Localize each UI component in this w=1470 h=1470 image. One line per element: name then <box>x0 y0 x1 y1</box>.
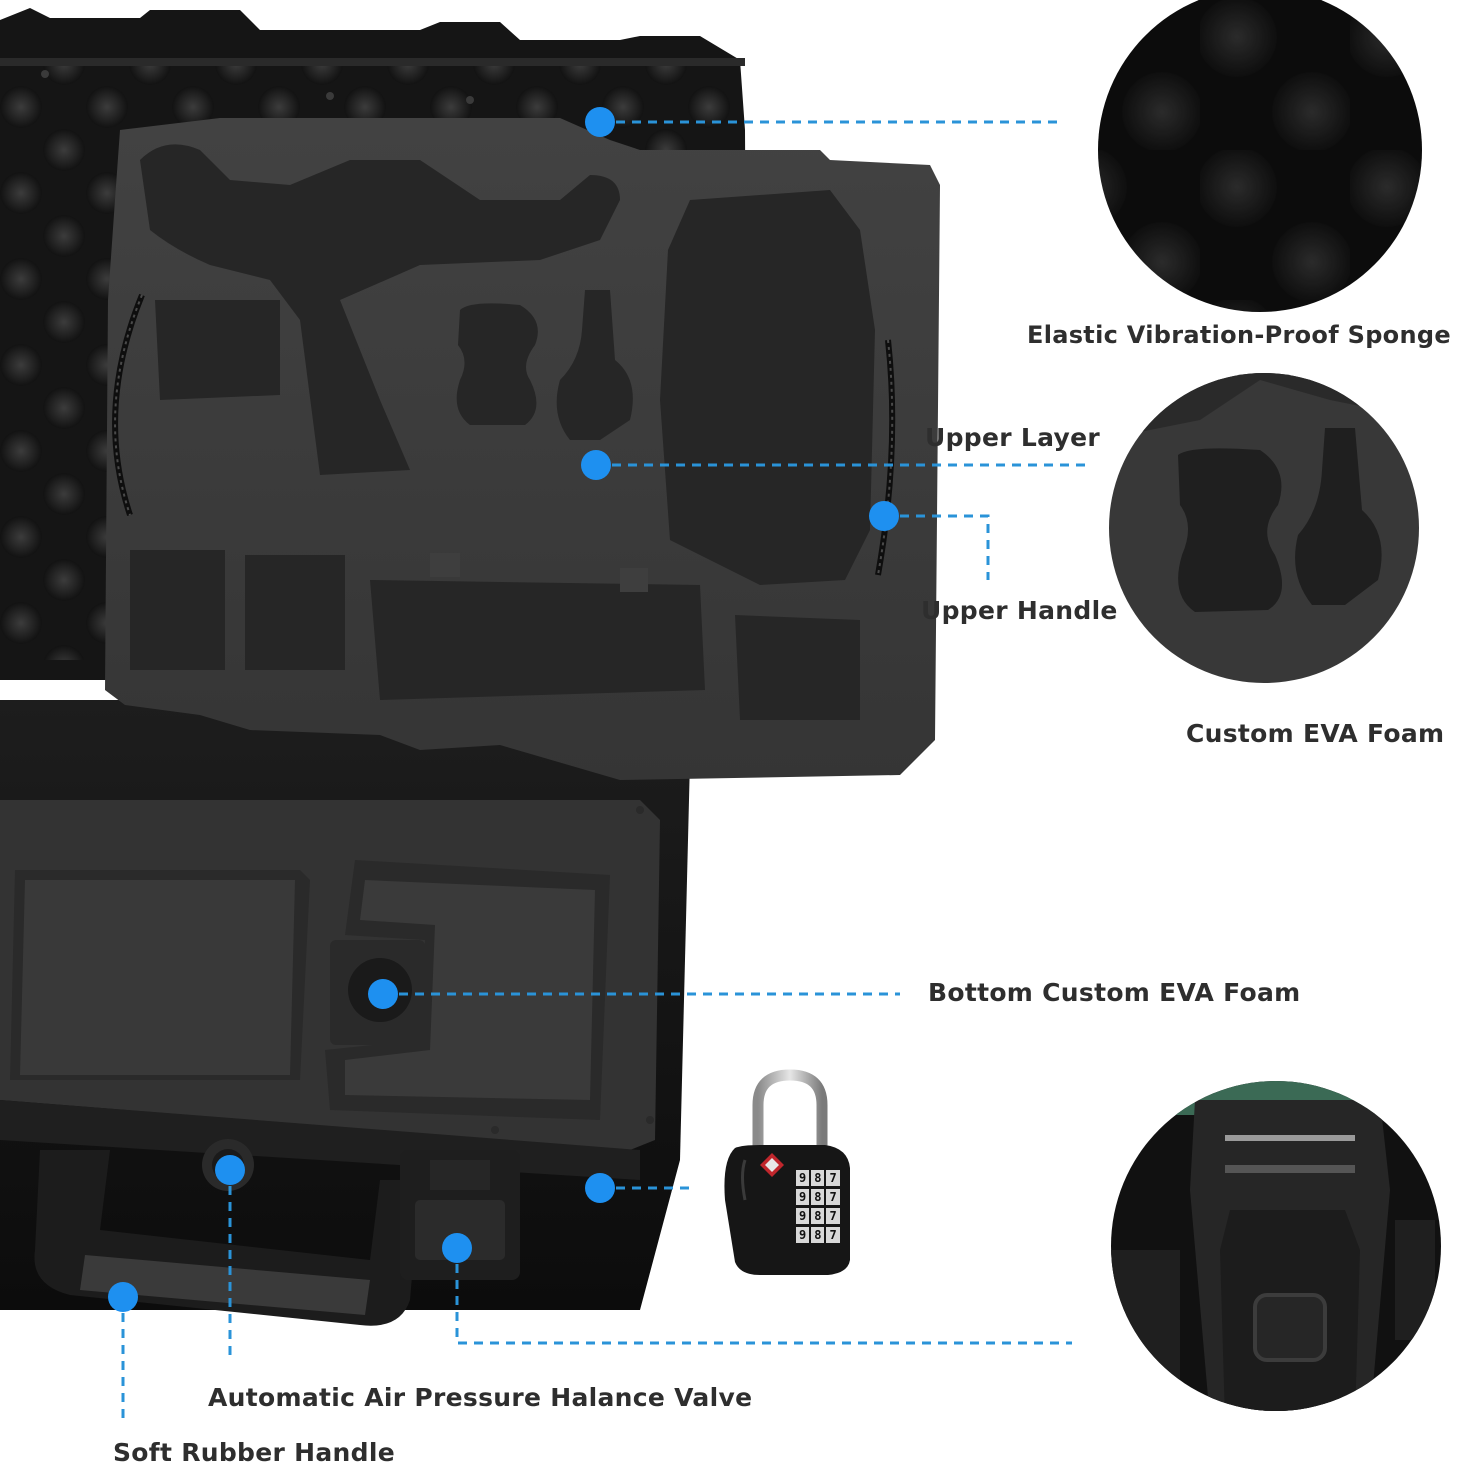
padlock-dials: 9 8 7 9 8 7 9 8 7 9 8 7 <box>796 1170 848 1243</box>
marker-rubber-handle <box>108 1282 138 1312</box>
leader-lines <box>121 120 1090 1420</box>
latch-zoom <box>1111 1081 1441 1411</box>
marker-latch <box>442 1233 472 1263</box>
dial-digit[interactable]: 9 <box>796 1208 810 1224</box>
dial-digit[interactable]: 7 <box>826 1170 840 1186</box>
dial-digit[interactable]: 8 <box>811 1208 825 1224</box>
dial-row: 9 8 7 <box>796 1227 848 1243</box>
marker-upper-handle <box>869 501 899 531</box>
marker-valve <box>215 1155 245 1185</box>
custom-foam-zoom <box>1109 373 1419 683</box>
sponge-zoom <box>1098 0 1422 312</box>
marker-bottom-foam <box>368 979 398 1009</box>
upper-handle-ropes <box>112 293 896 576</box>
upper-foam-insert <box>105 118 940 780</box>
callout-markers <box>108 107 899 1312</box>
dial-digit[interactable]: 9 <box>796 1189 810 1205</box>
dial-digit[interactable]: 7 <box>826 1189 840 1205</box>
dial-digit[interactable]: 8 <box>811 1227 825 1243</box>
callout-valve: Automatic Air Pressure Halance Valve <box>208 1383 753 1412</box>
marker-upper-layer <box>581 450 611 480</box>
soft-rubber-handle <box>34 1150 420 1326</box>
callout-custom-foam: Custom EVA Foam <box>1186 719 1445 748</box>
dial-row: 9 8 7 <box>796 1170 848 1186</box>
dial-digit[interactable]: 8 <box>811 1189 825 1205</box>
callout-sponge: Elastic Vibration-Proof Sponge <box>1027 321 1451 349</box>
dial-row: 9 8 7 <box>796 1208 848 1224</box>
callout-rubber-handle: Soft Rubber Handle <box>113 1438 395 1467</box>
dial-digit[interactable]: 9 <box>796 1227 810 1243</box>
marker-lock-hole <box>585 1173 615 1203</box>
marker-sponge <box>585 107 615 137</box>
dial-digit[interactable]: 7 <box>826 1227 840 1243</box>
dial-digit[interactable]: 8 <box>811 1170 825 1186</box>
dial-digit[interactable]: 7 <box>826 1208 840 1224</box>
dial-row: 9 8 7 <box>796 1189 848 1205</box>
dial-digit[interactable]: 9 <box>796 1170 810 1186</box>
callout-upper-layer: Upper Layer <box>925 423 1100 452</box>
callout-bottom-foam: Bottom Custom EVA Foam <box>928 978 1301 1007</box>
case-base <box>0 700 690 1310</box>
case-latch <box>400 1150 520 1280</box>
callout-upper-handle: Upper Handle <box>921 596 1118 625</box>
